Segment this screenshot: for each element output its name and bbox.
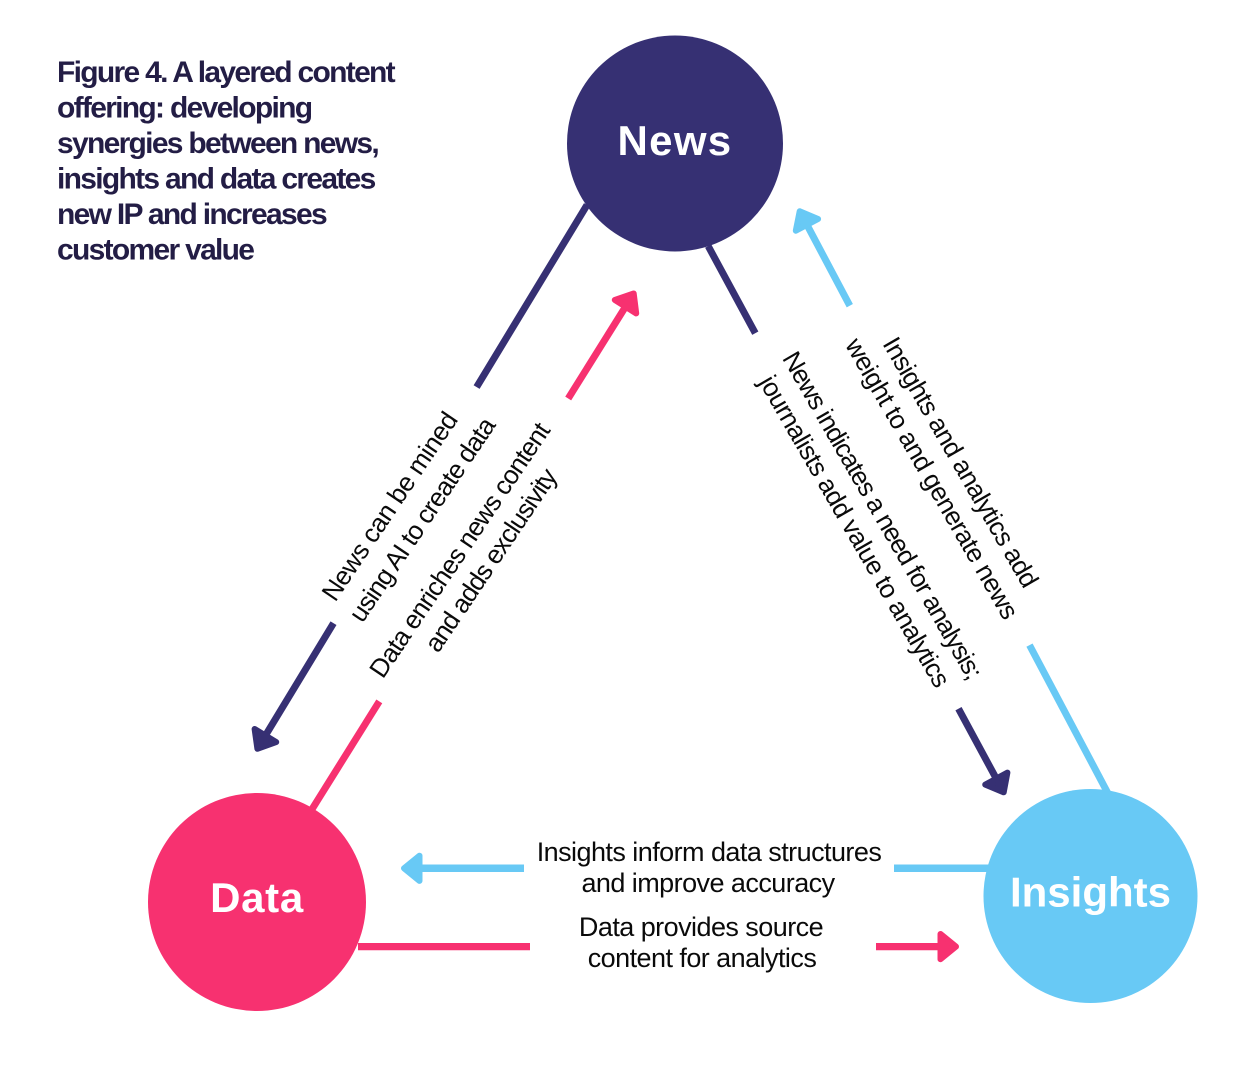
svg-text:offering: developing: offering: developing bbox=[57, 92, 312, 125]
svg-text:Insights inform data structure: Insights inform data structures bbox=[537, 837, 882, 867]
svg-text:new IP and increases: new IP and increases bbox=[57, 198, 327, 231]
svg-text:News: News bbox=[618, 117, 733, 164]
svg-text:Data: Data bbox=[210, 874, 304, 921]
svg-text:Insights: Insights bbox=[1010, 869, 1171, 916]
svg-text:content for analytics: content for analytics bbox=[588, 943, 817, 973]
svg-text:Figure 4. A layered content: Figure 4. A layered content bbox=[57, 56, 396, 89]
svg-text:customer value: customer value bbox=[57, 234, 254, 267]
svg-text:and improve accuracy: and improve accuracy bbox=[581, 868, 835, 898]
svg-text:synergies between news,: synergies between news, bbox=[57, 127, 378, 160]
svg-text:insights and data creates: insights and data creates bbox=[57, 163, 376, 196]
svg-text:Data provides source: Data provides source bbox=[579, 912, 823, 942]
